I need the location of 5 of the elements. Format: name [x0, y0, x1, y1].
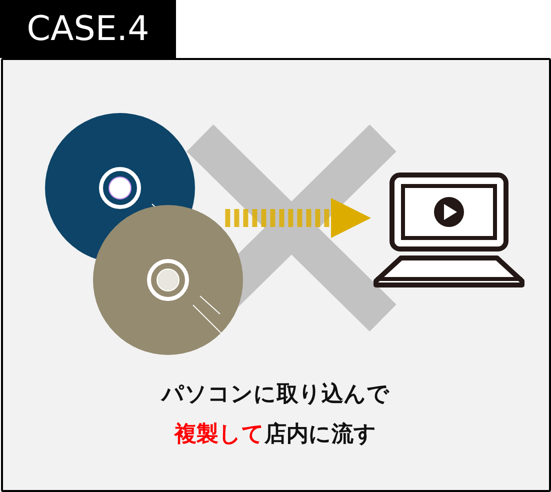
caption-text: パソコンに取り込んで — [162, 381, 390, 409]
caption-text: 店内に流す — [264, 422, 376, 447]
arrow — [225, 198, 371, 238]
highlighted-text: 複製して — [174, 422, 264, 447]
title-tab: CASE.4 — [0, 0, 176, 58]
